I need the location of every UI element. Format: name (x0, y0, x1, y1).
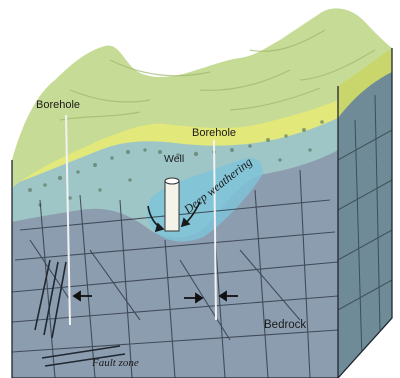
bedrock-label: Bedrock (264, 319, 306, 331)
fault-zone-label: Fault zone (91, 357, 139, 369)
borehole-right-label: Borehole (192, 127, 236, 139)
well-label: Well (164, 153, 184, 165)
well-casing (165, 178, 179, 231)
borehole-left-label: Borehole (36, 99, 80, 111)
